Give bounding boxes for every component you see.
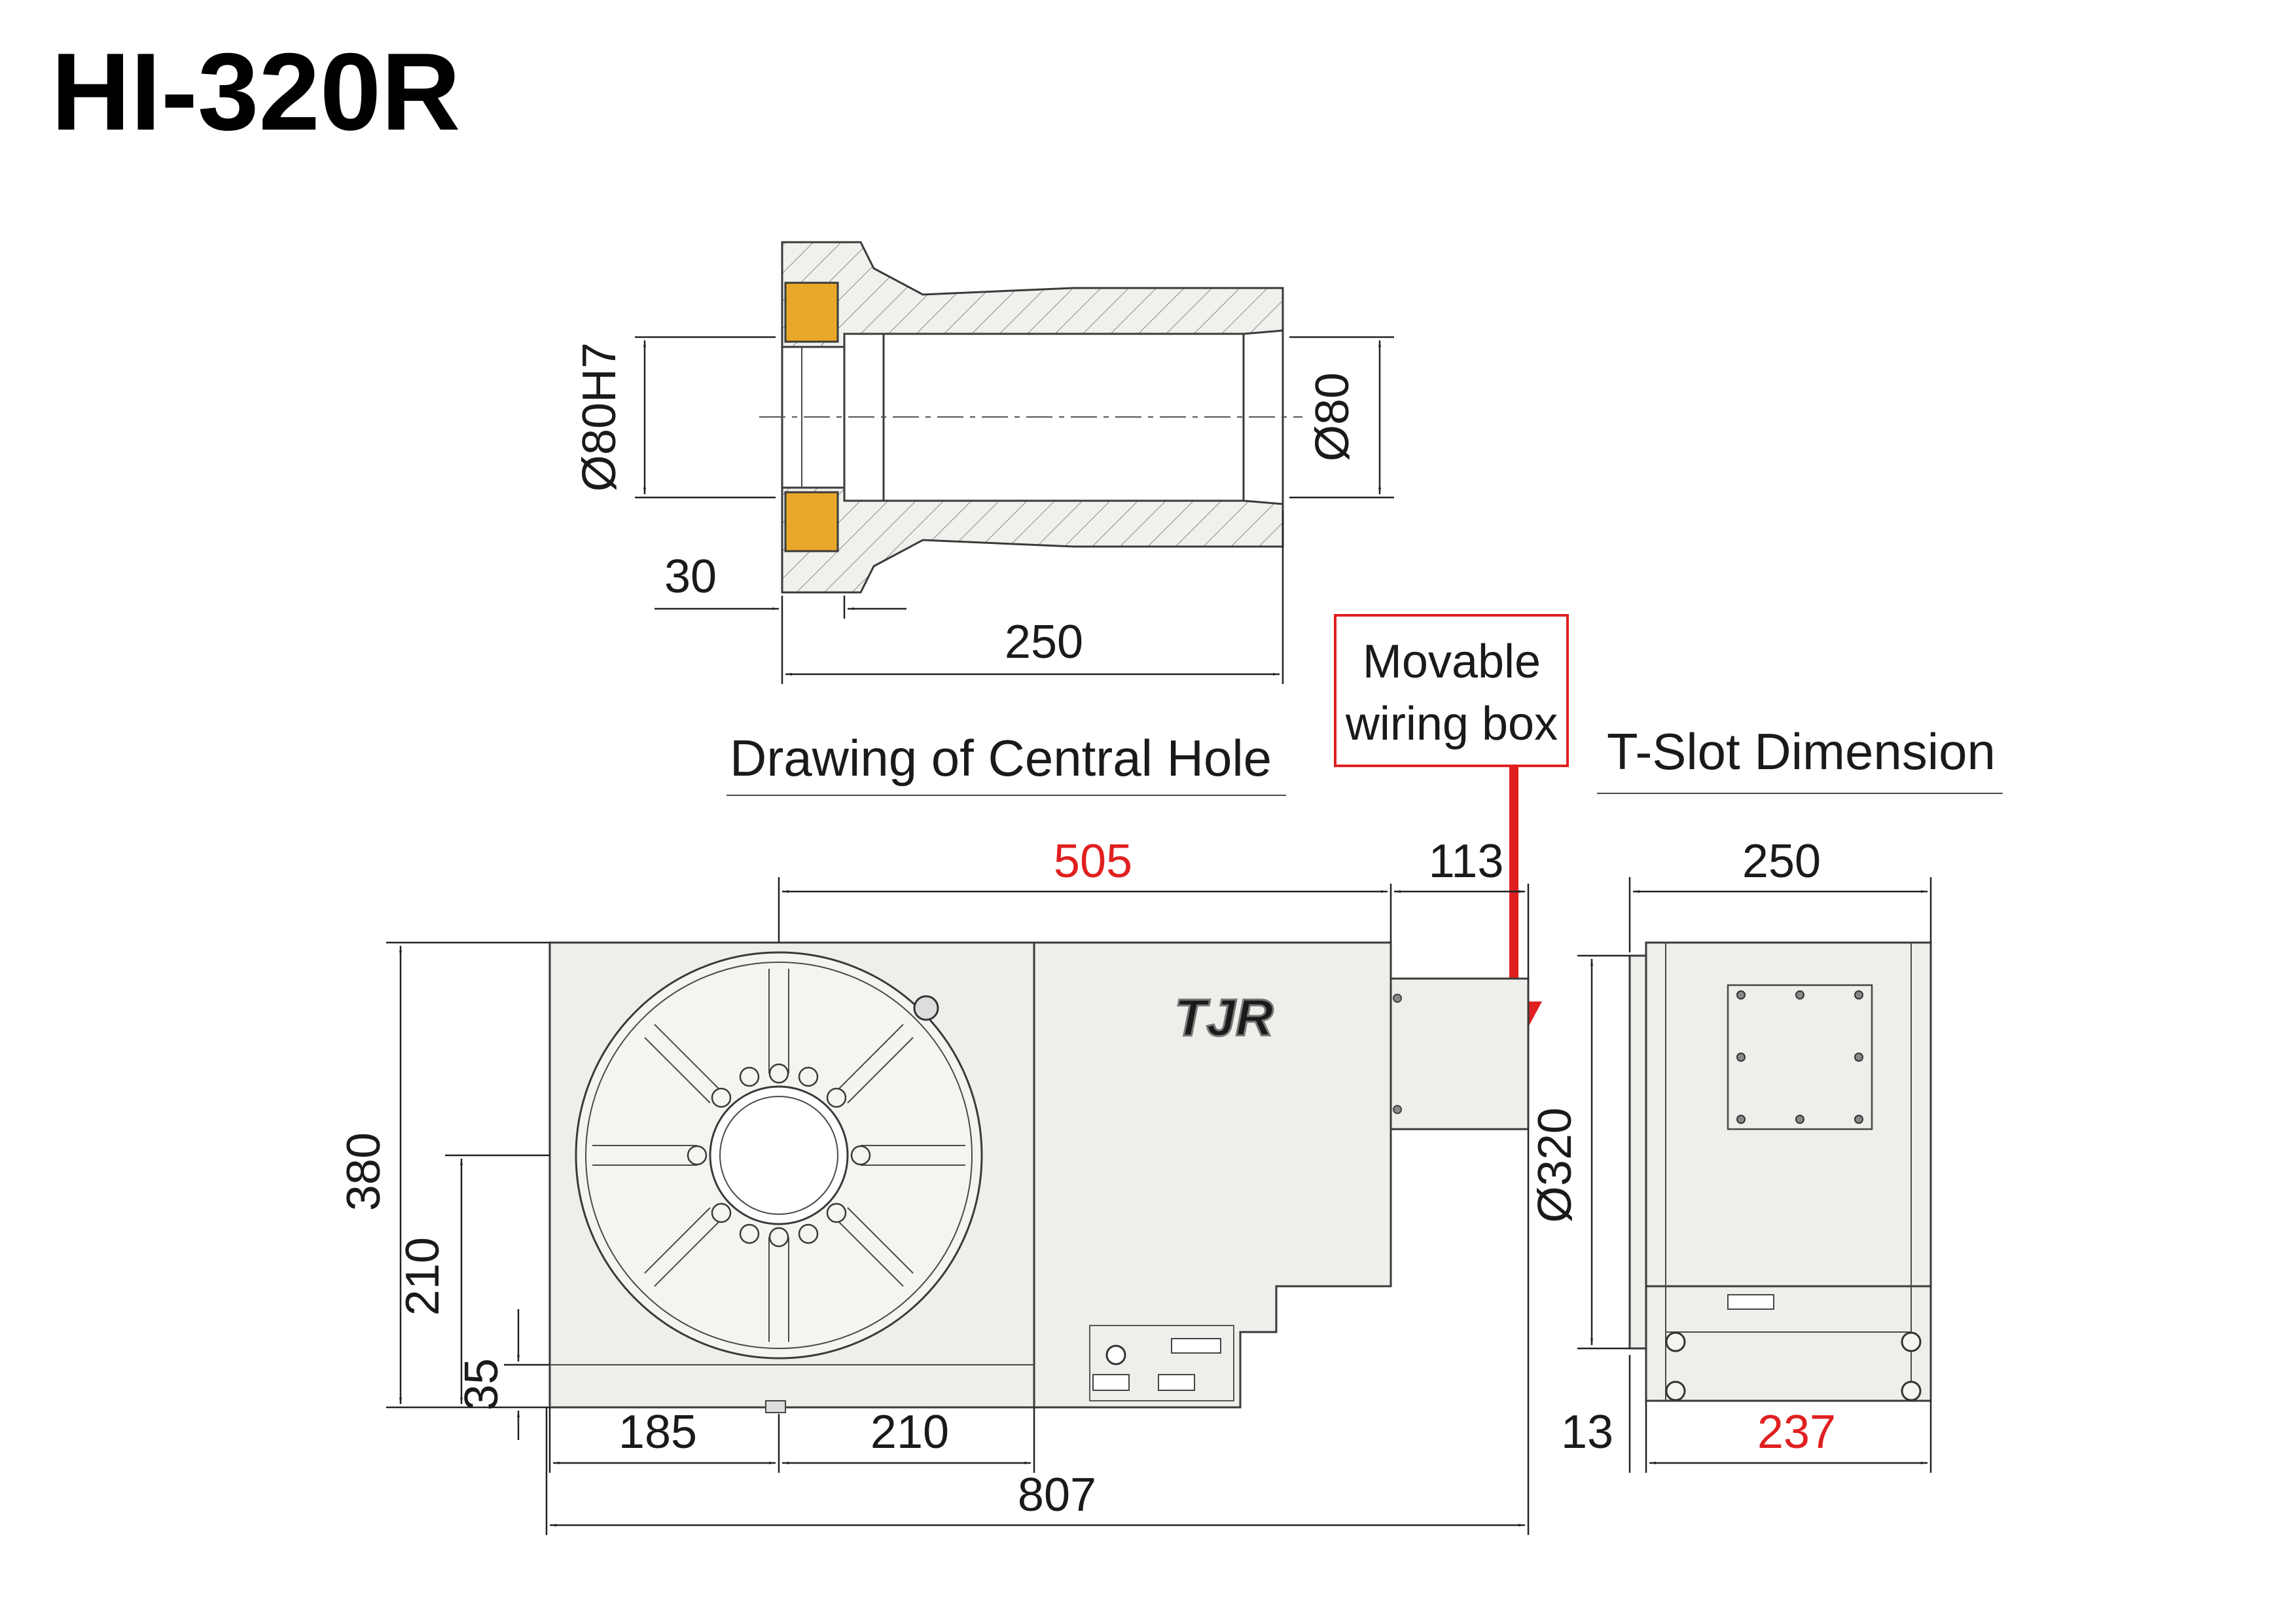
dim-35: 35	[456, 1358, 508, 1411]
cover-plate	[1727, 984, 1873, 1130]
side-view: 250 Ø320 13 237	[1529, 835, 1932, 1473]
dim-250-side: 250	[1742, 835, 1821, 888]
dim-237: 237	[1757, 1406, 1836, 1458]
side-base	[1645, 1285, 1932, 1402]
dim-505: 505	[1054, 835, 1132, 888]
t-slots	[592, 969, 965, 1342]
dim-380: 380	[338, 1132, 390, 1211]
dim-320: Ø320	[1529, 1108, 1581, 1223]
dim-807: 807	[1018, 1469, 1096, 1521]
faceplate-inner-ring	[585, 962, 973, 1349]
side-faceplate	[1628, 954, 1647, 1350]
central-hole-drawing: Ø80H7 Ø80 30 250 Drawing of Central Hole	[573, 241, 1394, 796]
dim-250-hole: 250	[1005, 616, 1083, 668]
dim-80: Ø80	[1306, 372, 1359, 461]
page-title: HI-320R	[51, 30, 461, 153]
dim-210-v: 210	[397, 1237, 449, 1316]
callout-arrow-shaft	[1509, 766, 1518, 1001]
dim-185: 185	[619, 1406, 697, 1458]
bushing-upper	[784, 281, 839, 343]
dim-113: 113	[1429, 835, 1504, 888]
central-hole-label: Drawing of Central Hole	[730, 729, 1272, 787]
callout-line2: wiring box	[1345, 698, 1558, 750]
cover-screws	[1736, 990, 1863, 1124]
bolt-holes	[687, 1063, 871, 1248]
clamp-bolt	[913, 995, 939, 1021]
dim-30: 30	[664, 550, 717, 603]
control-panel	[1089, 1325, 1234, 1401]
logo: TJR	[1174, 988, 1273, 1047]
side-body	[1645, 941, 1932, 1288]
wiring-box	[1390, 977, 1530, 1130]
center-bore	[709, 1085, 849, 1225]
callout-box	[1334, 614, 1569, 767]
tslot-label: T-Slot Dimension	[1607, 723, 1996, 780]
hole-wall-lower	[781, 486, 1284, 594]
dim-210-h: 210	[870, 1406, 949, 1458]
hole-wall-upper	[781, 241, 1284, 348]
wiring-box-callout: Movable wiring box	[1334, 614, 1569, 1054]
side-base-bolts	[1665, 1331, 1922, 1401]
dim-80h7: Ø80H7	[573, 342, 626, 492]
front-view: TJR 505 113 380 210 35	[338, 835, 1530, 1535]
bushing-lower	[784, 491, 839, 552]
callout-line1: Movable	[1363, 636, 1541, 688]
dim-13: 13	[1561, 1406, 1613, 1458]
